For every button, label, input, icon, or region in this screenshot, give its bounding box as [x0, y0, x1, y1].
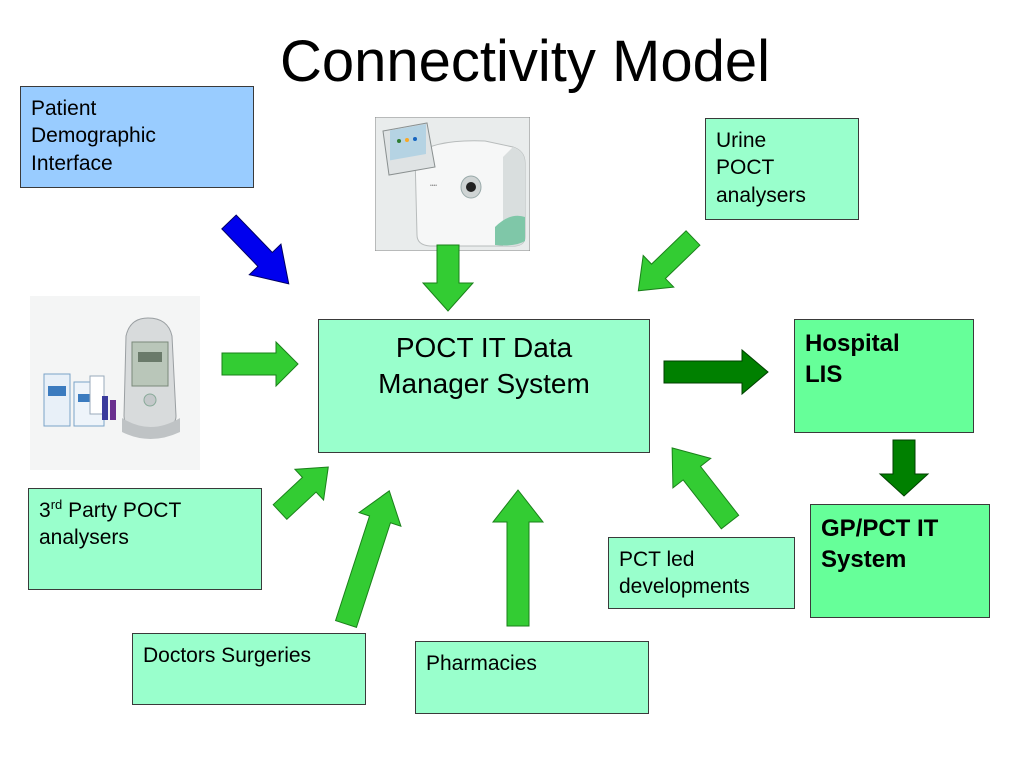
arrow-thirdparty-to-central	[272, 466, 329, 521]
hospital-lis-box: Hospital LIS	[794, 319, 974, 433]
third-party-poct-box: 3rd Party POCT analysers	[28, 488, 262, 590]
poct-it-data-manager-label: POCT IT Data Manager System	[378, 332, 590, 400]
patient-demographic-interface-box: Patient Demographic Interface	[20, 86, 254, 188]
pct-led-developments-label: PCT led developments	[619, 548, 750, 599]
arrow-central-to-lis	[663, 348, 769, 396]
svg-text:••••: ••••	[430, 183, 437, 189]
arrow-meter-to-central	[221, 340, 299, 388]
hospital-lis-label: Hospital LIS	[805, 330, 900, 389]
handheld-meter-photo	[30, 296, 200, 470]
arrow-lis-to-gp	[878, 439, 930, 497]
poct-analyser-photo: ••••	[374, 116, 531, 252]
urine-poct-label: Urine POCT analysers	[716, 129, 806, 207]
doctors-surgeries-label: Doctors Surgeries	[143, 644, 312, 667]
arrow-pct-to-central	[671, 447, 740, 530]
pharmacies-label: Pharmacies	[426, 652, 537, 675]
gp-pct-it-system-box: GP/PCT IT System	[810, 504, 990, 618]
arrow-pdi-to-central	[221, 214, 290, 285]
arrow-pharmacies-to-central	[491, 489, 545, 627]
arrow-doctors-to-central	[334, 490, 402, 629]
poct-it-data-manager-box: POCT IT Data Manager System	[318, 319, 650, 453]
urine-poct-box: Urine POCT analysers	[705, 118, 859, 220]
third-party-poct-label: 3rd Party POCT analysers	[39, 497, 182, 550]
doctors-surgeries-box: Doctors Surgeries	[132, 633, 366, 705]
patient-demographic-interface-label: Patient Demographic Interface	[31, 97, 156, 175]
pharmacies-box: Pharmacies	[415, 641, 649, 714]
slide-title: Connectivity Model	[280, 29, 770, 94]
arrow-analyser-to-central	[421, 244, 475, 312]
pct-led-developments-box: PCT led developments	[608, 537, 795, 609]
arrow-urine-to-central	[637, 230, 701, 292]
gp-pct-it-system-label: GP/PCT IT System	[821, 515, 939, 574]
